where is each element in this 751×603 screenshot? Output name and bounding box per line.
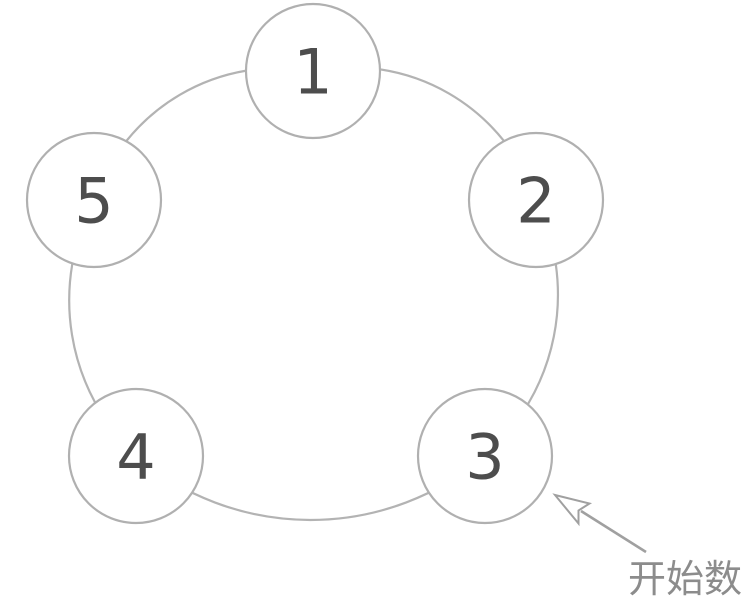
node-4-label: 4 <box>116 420 155 493</box>
node-3: 3 <box>416 387 554 525</box>
node-3-circle <box>416 387 554 525</box>
node-5: 5 <box>25 131 163 269</box>
start-counting-label: 开始数 <box>628 557 742 601</box>
node-1-circle <box>244 2 382 140</box>
node-3-label: 3 <box>465 420 504 493</box>
arrow-head-icon <box>552 493 593 527</box>
node-5-circle <box>25 131 163 269</box>
node-1-label: 1 <box>293 35 332 108</box>
node-4: 4 <box>67 387 205 525</box>
node-5-label: 5 <box>74 164 113 237</box>
start-pointer-arrow <box>552 493 647 554</box>
node-4-circle <box>67 387 205 525</box>
node-1: 1 <box>244 2 382 140</box>
node-2: 2 <box>467 131 605 269</box>
node-2-circle <box>467 131 605 269</box>
arrow-shaft <box>580 509 647 554</box>
node-2-label: 2 <box>516 164 555 237</box>
